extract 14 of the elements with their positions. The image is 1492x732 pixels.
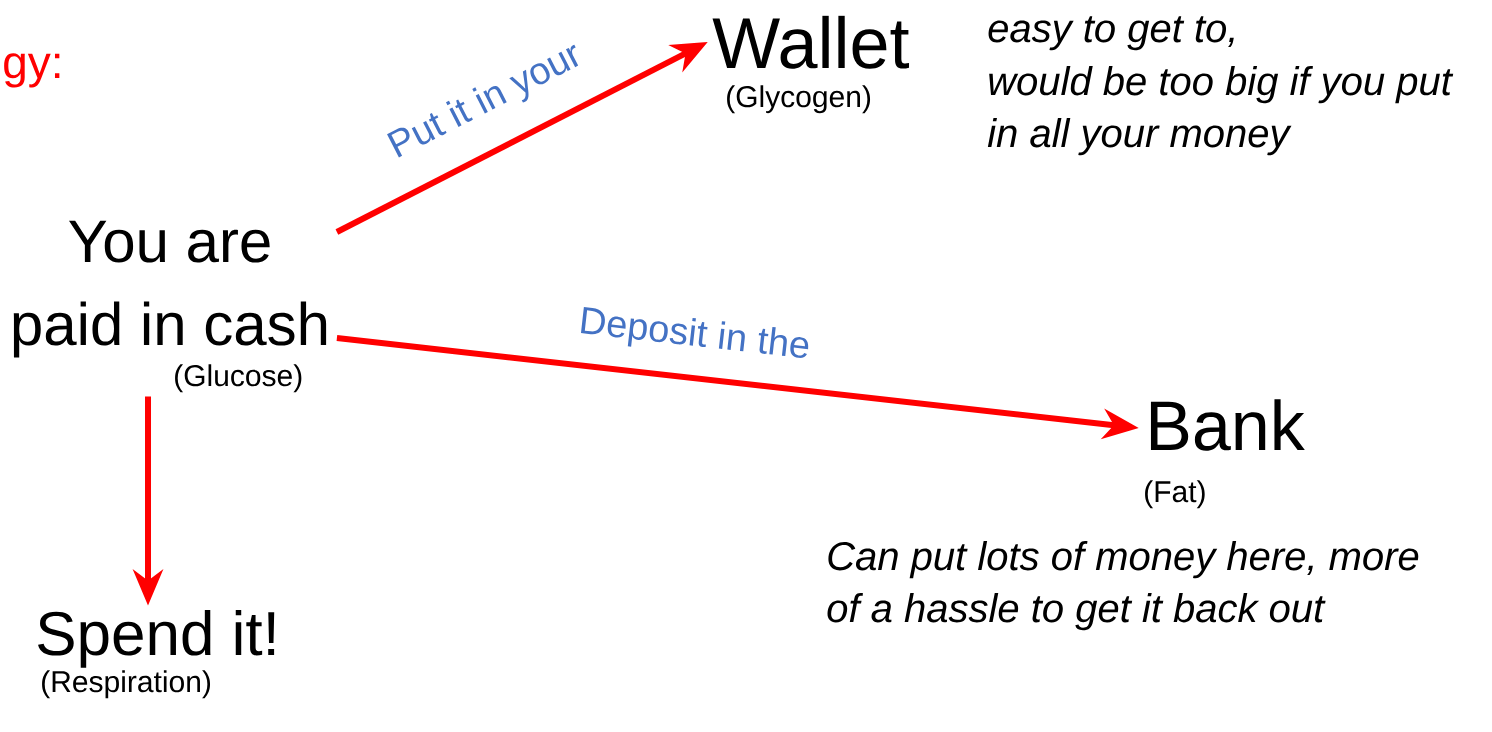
heading: gy: xyxy=(4,53,60,88)
note-text: easy to get to, xyxy=(988,16,1234,51)
sub-label: (Fat) xyxy=(1145,480,1205,509)
sub-label: (Glycogen) xyxy=(727,85,871,114)
edge-label: Deposit in the xyxy=(581,307,809,358)
node-label: Spend it! xyxy=(38,610,275,668)
node-label: Wallet xyxy=(712,15,909,69)
note-text: would be too big if you put in all your money xyxy=(987,66,1454,156)
sub-label: (Respiration) xyxy=(42,670,211,699)
node-label: Bank xyxy=(1150,399,1305,451)
edge-label: Put it in your xyxy=(387,44,579,158)
note-text: Can put lots of money here, more of a hassle to get it back out xyxy=(827,541,1419,631)
node-label: You are paid in cash xyxy=(13,220,327,358)
sub-label: (Glucose) xyxy=(175,364,302,393)
